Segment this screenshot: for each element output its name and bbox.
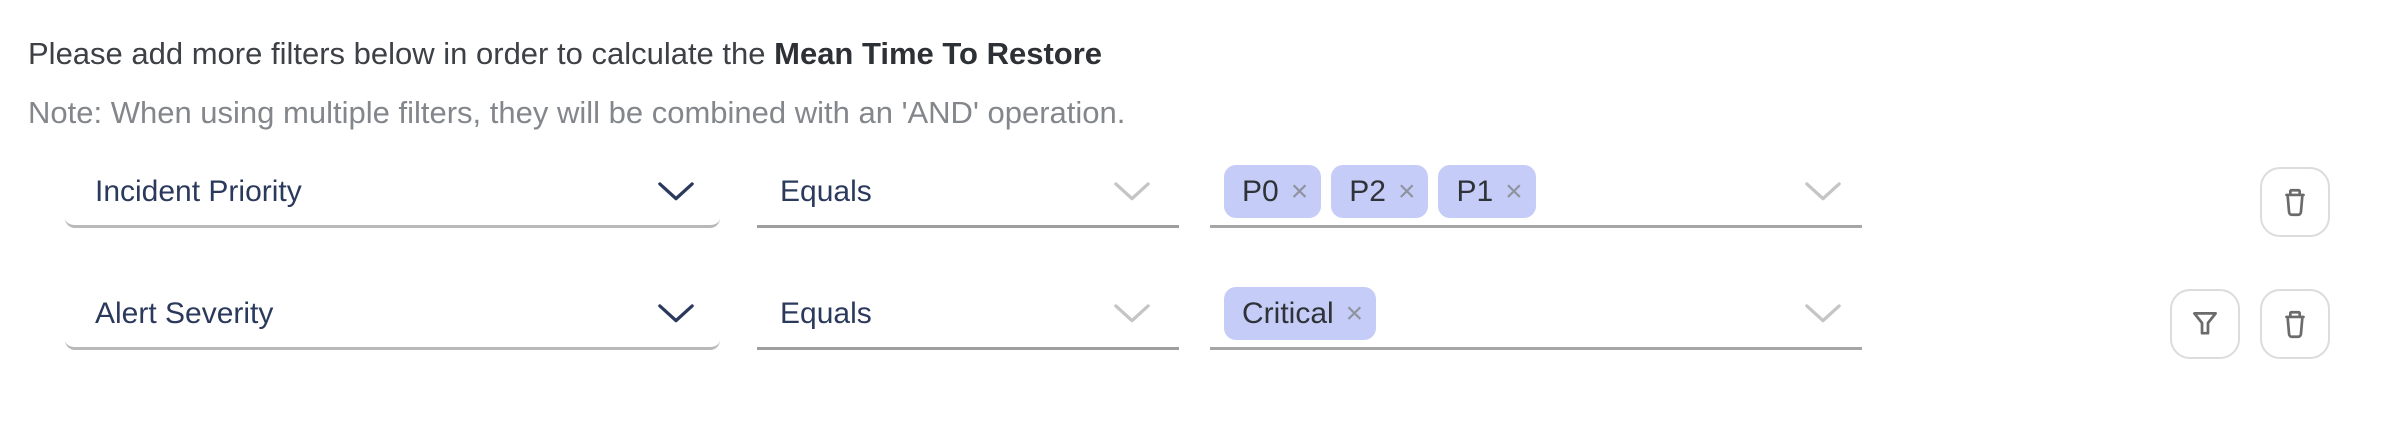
value-chip: P0 × bbox=[1224, 165, 1322, 218]
remove-value-icon[interactable]: × bbox=[1397, 174, 1416, 208]
row-actions bbox=[2260, 158, 2330, 237]
chevron-down-icon bbox=[1805, 304, 1841, 323]
field-select-value: Alert Severity bbox=[95, 296, 274, 330]
remove-value-icon[interactable]: × bbox=[1345, 296, 1364, 330]
value-chips-group: P0 × P2 × P1 × bbox=[1224, 165, 1536, 218]
value-chip-label: Critical bbox=[1242, 296, 1334, 330]
note-text: Note: When using multiple filters, they … bbox=[28, 95, 1126, 130]
filter-row: Alert Severity Equals Critical × bbox=[0, 280, 2408, 359]
intro-text: Please add more filters below in order t… bbox=[28, 36, 1102, 72]
operator-select-value: Equals bbox=[780, 174, 872, 208]
value-chip-label: P2 bbox=[1349, 174, 1386, 208]
row-actions bbox=[2170, 280, 2330, 359]
funnel-icon bbox=[2193, 312, 2217, 335]
delete-row-button[interactable] bbox=[2260, 167, 2330, 237]
value-chip: Critical × bbox=[1224, 287, 1377, 340]
trash-icon bbox=[2285, 188, 2305, 217]
remove-value-icon[interactable]: × bbox=[1505, 174, 1523, 208]
value-chip-label: P0 bbox=[1242, 174, 1279, 208]
operator-select[interactable]: Equals bbox=[757, 280, 1179, 350]
field-select[interactable]: Alert Severity bbox=[65, 280, 720, 350]
trash-icon bbox=[2285, 310, 2305, 339]
operator-select-value: Equals bbox=[780, 296, 872, 330]
value-chip: P1 × bbox=[1438, 165, 1536, 218]
field-select-value: Incident Priority bbox=[95, 174, 302, 208]
values-multiselect[interactable]: P0 × P2 × P1 × bbox=[1210, 158, 1862, 228]
field-select[interactable]: Incident Priority bbox=[65, 158, 720, 228]
value-chip-label: P1 bbox=[1456, 174, 1494, 208]
remove-value-icon[interactable]: × bbox=[1290, 174, 1309, 208]
chevron-down-icon bbox=[1114, 304, 1150, 323]
values-multiselect[interactable]: Critical × bbox=[1210, 280, 1862, 350]
chevron-down-icon bbox=[658, 182, 694, 201]
chevron-down-icon bbox=[1805, 182, 1841, 201]
intro-text-bold: Mean Time To Restore bbox=[774, 36, 1103, 71]
chevron-down-icon bbox=[1114, 182, 1150, 201]
filter-row: Incident Priority Equals P0 × P2 × P1 × bbox=[0, 158, 2408, 237]
filter-button[interactable] bbox=[2170, 289, 2240, 359]
operator-select[interactable]: Equals bbox=[757, 158, 1179, 228]
value-chips-group: Critical × bbox=[1224, 287, 1377, 340]
delete-row-button[interactable] bbox=[2260, 289, 2330, 359]
intro-text-regular: Please add more filters below in order t… bbox=[28, 36, 775, 71]
chevron-down-icon bbox=[658, 304, 694, 323]
value-chip: P2 × bbox=[1331, 165, 1429, 218]
